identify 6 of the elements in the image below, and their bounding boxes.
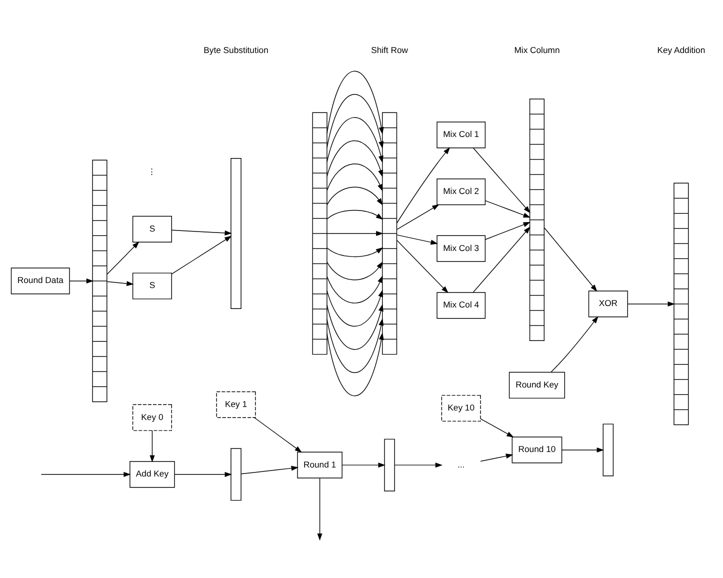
label: ⋮ bbox=[148, 166, 157, 177]
label: Byte Substitution bbox=[204, 45, 268, 56]
label: Shift Row bbox=[371, 45, 408, 56]
label: Mix Column bbox=[514, 45, 560, 56]
label: Key Addition bbox=[657, 45, 706, 56]
node-text: ... bbox=[458, 459, 465, 470]
